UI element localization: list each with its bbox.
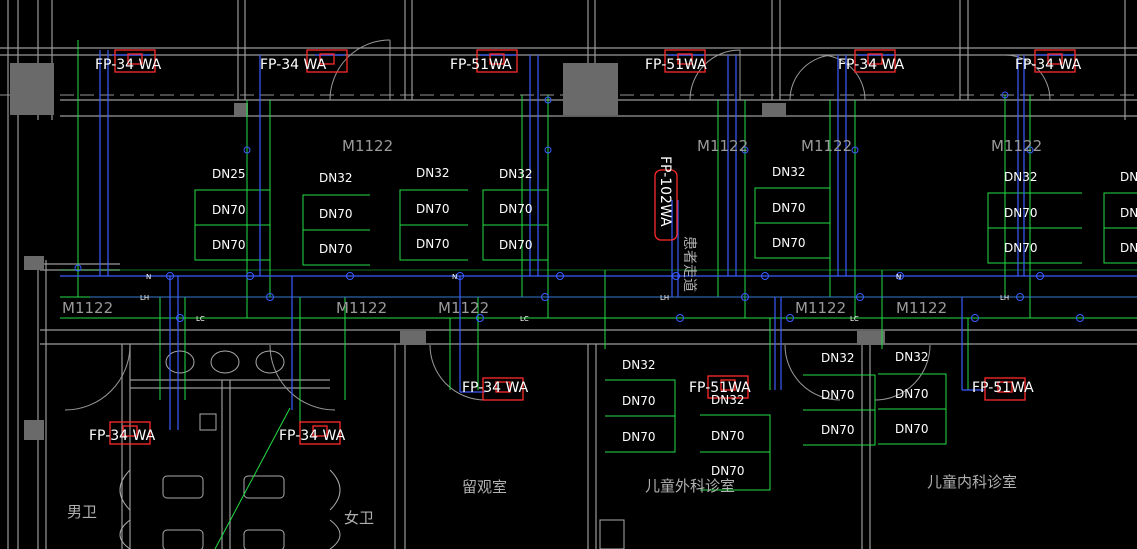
pipe-size-label: DN70 [1004, 206, 1038, 220]
pipe-size-label: DN32 [319, 171, 353, 185]
door-label: M1122 [62, 299, 113, 317]
pipe-size-label: DN70 [319, 207, 353, 221]
pipe-size-label: DN25 [212, 167, 246, 181]
pipe-size-label: DN70 [772, 236, 806, 250]
pipe-mark-return: LH [660, 294, 669, 302]
pipe-valves [74, 91, 1084, 322]
pipe-mark-condensate: LC [196, 315, 205, 323]
pipe-size-label: DN70 [1004, 241, 1038, 255]
fixture-label: FP-102WA [657, 156, 673, 227]
pipe-size-label: DN70 [711, 429, 745, 443]
pipe-size-label: DN70 [416, 237, 450, 251]
pipe-size-label: DN70 [416, 202, 450, 216]
room-label-mens-toilet: 男卫 [67, 503, 97, 521]
door-label: M1122 [801, 137, 852, 155]
fixture-label: FP-51WA [972, 380, 1034, 396]
door-label: M1122 [336, 299, 387, 317]
fixture-labels: FP-34 WA FP-34 WA FP-51WA FP-51WA FP-34 … [89, 57, 1082, 444]
pipe-size-label: DN70 [1120, 241, 1137, 255]
door-label: M1122 [342, 137, 393, 155]
door-label: M1122 [438, 299, 489, 317]
door-labels: M1122 M1122 M1122 M1122 M1122 M1122 M112… [62, 137, 1042, 317]
pipe-mark-return: LH [1000, 294, 1009, 302]
pipe-size-label: DN70 [895, 387, 929, 401]
pipe-size-label: DN32 [622, 358, 656, 372]
room-label-corridor: 患者走道 [681, 236, 697, 292]
fixture-label: FP-34 WA [260, 57, 327, 73]
door-swings [64, 39, 1051, 411]
pipe-size-label: DN70 [1120, 206, 1137, 220]
pipe-size-labels: DN25 DN70 DN70 DN32 DN70 DN70 DN32 DN70 … [212, 165, 1137, 478]
pipe-mark-water: N [146, 273, 151, 281]
pipe-size-label: DN70 [895, 422, 929, 436]
fixture-label: FP-51WA [645, 57, 707, 73]
fixture-label: FP-34 WA [838, 57, 905, 73]
room-label-pediatric-internal: 儿童内科诊室 [927, 473, 1017, 491]
fixture-label: FP-34 WA [89, 428, 156, 444]
pipe-size-label: DN32 [416, 166, 450, 180]
pipe-marks: N N N LC LC LC LH LH LH [140, 273, 1009, 323]
fan-coil-units [109, 49, 1076, 445]
pipe-size-label: DN70 [622, 394, 656, 408]
pipe-size-label: DN70 [821, 423, 855, 437]
door-label: M1122 [896, 299, 947, 317]
fixture-label: FP-34 WA [462, 380, 529, 396]
pipe-size-label: DN32 [1004, 170, 1038, 184]
room-label-observation: 留观室 [462, 478, 507, 496]
pipe-size-label: DN70 [499, 238, 533, 252]
water-pipes [60, 50, 1137, 430]
fixture-label: FP-34 WA [1015, 57, 1082, 73]
door-label: M1122 [991, 137, 1042, 155]
sanitary-fixtures [119, 350, 625, 549]
pipe-size-label: DN70 [499, 202, 533, 216]
pipe-size-label: DN70 [319, 242, 353, 256]
door-label: M1122 [795, 299, 846, 317]
room-label-pediatric-surgery: 儿童外科诊室 [645, 477, 735, 495]
door-label: M1122 [697, 137, 748, 155]
pipe-mark-condensate: LC [520, 315, 529, 323]
pipe-mark-water: N [452, 273, 457, 281]
fixture-label: FP-51WA [450, 57, 512, 73]
pipe-size-label: DN32 [499, 167, 533, 181]
fixture-label: FP-34 WA [95, 57, 162, 73]
pipe-size-label: DN70 [622, 430, 656, 444]
pipe-mark-water: N [896, 273, 901, 281]
pipe-size-label: DN32 [1120, 170, 1137, 184]
pipe-mark-condensate: LC [850, 315, 859, 323]
pipe-size-label: DN70 [212, 203, 246, 217]
columns [10, 63, 885, 440]
pipe-size-label: DN32 [821, 351, 855, 365]
pipe-size-label: DN32 [772, 165, 806, 179]
room-label-womens-toilet: 女卫 [344, 509, 374, 527]
pipe-size-label: DN70 [772, 201, 806, 215]
pipe-mark-return: LH [140, 294, 149, 302]
pipe-size-label: DN70 [821, 388, 855, 402]
pipe-size-label: DN70 [212, 238, 246, 252]
fixture-label: FP-34 WA [279, 428, 346, 444]
room-labels: 患者走道 男卫 女卫 留观室 儿童外科诊室 儿童内科诊室 [67, 236, 1017, 527]
pipe-size-label: DN32 [895, 350, 929, 364]
fixture-label: FP-51WA [689, 380, 751, 396]
pipe-size-label: DN70 [711, 464, 745, 478]
pipe-size-label: DN32 [711, 393, 745, 407]
